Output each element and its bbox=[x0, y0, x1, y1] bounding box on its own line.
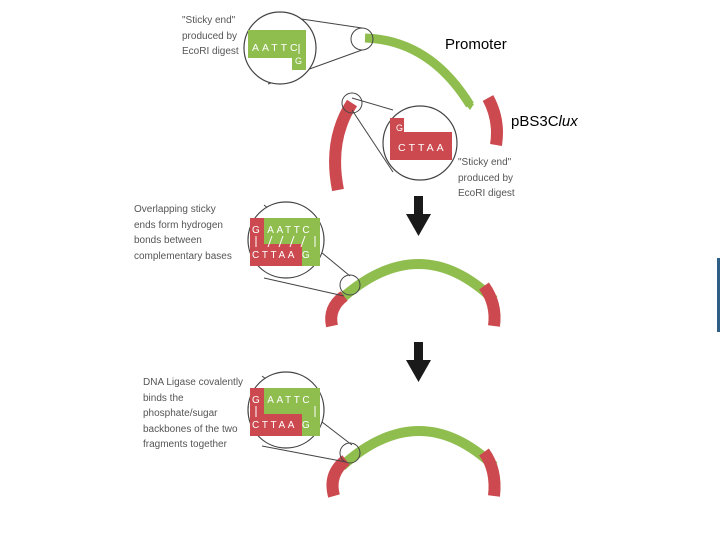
caption-line: bonds between bbox=[134, 235, 202, 246]
caption-line: "Sticky end" bbox=[458, 157, 512, 168]
backbone-bonds bbox=[255, 406, 316, 417]
caption-line: binds the bbox=[143, 392, 184, 404]
ligated-top-sequence: G AATTC bbox=[252, 395, 312, 406]
annealed-red-block bbox=[250, 244, 302, 266]
zoom-line bbox=[351, 97, 394, 111]
zoom-marker-circle bbox=[339, 442, 361, 464]
caption-ligase: DNA Ligase covalently binds the phosphat… bbox=[143, 375, 243, 453]
sticky-bottom-cap: G bbox=[396, 123, 403, 133]
annealed-bottom-sequence: CTTAA G bbox=[252, 250, 312, 261]
sticky-bottom-sequence: CTTAA bbox=[398, 142, 447, 154]
red-vector-arc-right bbox=[482, 95, 503, 146]
plasmid-label-prefix: pBS3C bbox=[511, 113, 559, 130]
joined-red-arc-left-2 bbox=[325, 291, 348, 328]
red-vector-arc-left bbox=[329, 99, 358, 192]
red-sticky-end-shape bbox=[390, 118, 452, 160]
caption-line: produced by bbox=[458, 172, 514, 184]
caption-line: "Sticky end" bbox=[182, 15, 236, 26]
zoom-marker-circle bbox=[350, 27, 374, 51]
joined-green-arc-3 bbox=[338, 426, 498, 470]
joined-red-arc-right-2 bbox=[479, 282, 501, 327]
caption-line: EcoRI digest bbox=[458, 188, 515, 199]
caption-overlap: Overlapping sticky ends form hydrogen bo… bbox=[134, 202, 232, 264]
green-sticky-end-shape bbox=[248, 30, 306, 70]
zoom-line bbox=[261, 445, 347, 463]
sticky-top-cap: G bbox=[295, 56, 302, 66]
caption-sticky-bottom: "Sticky end" produced by EcoRI digest bbox=[458, 155, 515, 202]
caption-line: backbones of the two bbox=[143, 423, 238, 435]
ligated-red-cap bbox=[250, 388, 264, 414]
caption-line: complementary bases bbox=[134, 250, 232, 262]
plasmid-label: pBS3Clux bbox=[511, 113, 578, 130]
green-fragment-arc bbox=[364, 33, 474, 108]
caption-line: EcoRI digest bbox=[182, 46, 239, 57]
sticky-top-sequence: AATTC bbox=[252, 42, 301, 54]
ligated-green-cap bbox=[302, 414, 320, 436]
zoom-line bbox=[351, 109, 394, 173]
joined-green-arc-2 bbox=[336, 259, 498, 304]
joined-red-arc-left-3 bbox=[326, 455, 350, 498]
caption-line: Overlapping sticky bbox=[134, 204, 216, 215]
hydrogen-bonds bbox=[255, 235, 316, 248]
annealed-green-cap bbox=[302, 244, 320, 266]
caption-line: ends form hydrogen bbox=[134, 219, 223, 231]
ligated-bottom-sequence: CTTAA G bbox=[252, 420, 312, 431]
caption-line: phosphate/sugar bbox=[143, 408, 218, 419]
annealed-red-cap bbox=[250, 218, 264, 244]
promoter-label: Promoter bbox=[445, 36, 507, 53]
caption-line: DNA Ligase covalently bbox=[143, 377, 244, 388]
green-fragment-end bbox=[462, 100, 474, 110]
joined-red-arc-right-3 bbox=[478, 448, 501, 497]
annealed-top-sequence: G AATTC bbox=[252, 225, 312, 236]
zoom-marker-circle bbox=[339, 274, 361, 296]
down-arrow-icon bbox=[406, 196, 431, 236]
edge-accent-bar bbox=[717, 258, 720, 332]
ligated-red-block bbox=[250, 414, 302, 436]
down-arrow-icon bbox=[406, 342, 431, 382]
zoom-line bbox=[263, 277, 345, 297]
caption-line: fragments together bbox=[143, 439, 227, 450]
plasmid-label-italic: lux bbox=[558, 113, 578, 130]
caption-sticky-top: "Sticky end" produced by EcoRI digest bbox=[182, 13, 239, 60]
zoom-marker-circle bbox=[341, 92, 363, 114]
caption-line: produced by bbox=[182, 30, 238, 42]
